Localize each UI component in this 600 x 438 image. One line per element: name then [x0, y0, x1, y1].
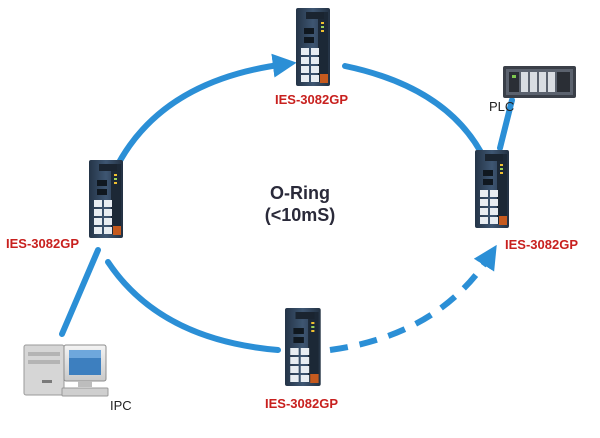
plc-icon — [503, 66, 576, 98]
ring-subtitle: (<10mS) — [264, 205, 336, 225]
ring-arc-left-to-top — [112, 53, 297, 173]
ipc-label: IPC — [110, 398, 132, 413]
switch-top-icon — [296, 8, 330, 86]
plc-link — [497, 97, 515, 151]
ring-caption: O-Ring (<10mS) — [230, 182, 370, 226]
switch-top-label: IES-3082GP — [275, 92, 348, 107]
switch-right-icon — [475, 150, 509, 228]
switch-bottom-icon — [285, 308, 321, 386]
ring-arc-top-to-right — [342, 63, 488, 163]
ring-arc-bottom-to-right-backup — [329, 244, 497, 353]
switch-right-label: IES-3082GP — [505, 237, 578, 252]
ipc-link — [59, 247, 101, 337]
plc-label: PLC — [489, 99, 515, 114]
switch-left-icon — [89, 160, 123, 238]
ring-title: O-Ring — [270, 183, 330, 203]
ring-arc-left-to-bottom — [105, 259, 281, 353]
switch-left-label: IES-3082GP — [6, 236, 79, 251]
switch-bottom-label: IES-3082GP — [265, 396, 338, 411]
ipc-icon — [23, 344, 109, 397]
